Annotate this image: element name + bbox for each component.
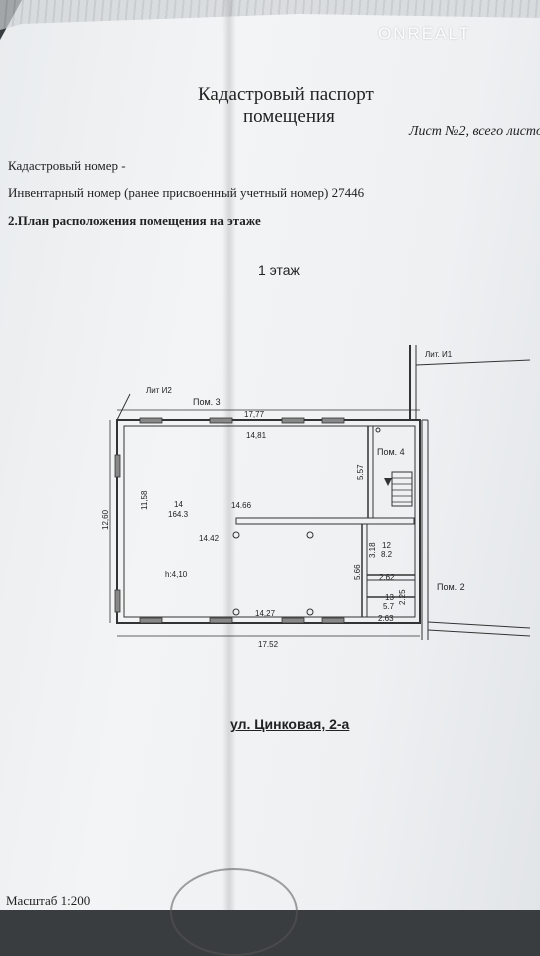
room12-area: 8.2 [381, 550, 393, 559]
inventory-number: Инвентарный номер (ранее присвоенный уче… [8, 185, 365, 200]
dim-r12-width: 2.62 [379, 573, 395, 582]
section-heading: 2.План расположения помещения на этаже [8, 213, 261, 228]
scale-label: Масштаб 1:200 [6, 893, 91, 908]
plan-windows [114, 417, 345, 624]
dim-top-inner: 14,81 [246, 431, 267, 440]
dim-r13-height: 2.25 [398, 589, 407, 605]
dim-left-outer: 12,60 [101, 509, 110, 530]
room14-number: 14 [174, 500, 183, 509]
watermark: ONREALT [378, 24, 472, 43]
room14-height: h:4,10 [165, 570, 188, 579]
label-lit-i1: Лит. И1 [425, 350, 453, 359]
label-pom4: Пом. 4 [377, 447, 405, 457]
dim-mid-wall: 14.66 [231, 501, 252, 510]
floor-plan: Лит. И1 Лит И2 Пом. 3 Пом. 4 Пом. 2 17,7… [101, 345, 531, 649]
seal-stamp-icon [170, 868, 298, 956]
plan-walls [116, 345, 531, 640]
doc-subtitle: помещения [243, 106, 335, 127]
sheet-number: Лист №2, всего листов [409, 124, 540, 139]
plan-dimension-lines [109, 409, 420, 637]
dim-pom4-height: 5.57 [356, 464, 365, 480]
dim-r13-width: 2.63 [378, 614, 394, 623]
room13-area: 5.7 [383, 602, 395, 611]
floor-label: 1 этаж [258, 262, 300, 278]
room14-area: 164.3 [168, 510, 189, 519]
paper-fold-line [222, 0, 236, 910]
room13-number: 13 [385, 593, 394, 602]
dim-left-inner: 11,58 [140, 490, 149, 510]
plan-columns [232, 427, 381, 616]
street-address: ул. Цинковая, 2-а [230, 716, 350, 732]
label-lit-i2: Лит И2 [146, 386, 172, 395]
dim-bottom-outer: 17.52 [258, 640, 279, 649]
dim-mid-inner: 14.42 [199, 534, 220, 543]
room12-number: 12 [382, 541, 391, 550]
dim-right-height: 5.66 [353, 564, 362, 580]
dim-top-outer: 17,77 [244, 410, 265, 419]
doc-title: Кадастровый паспорт [198, 84, 374, 105]
cadastral-number: Кадастровый номер - [8, 158, 126, 173]
label-pom2: Пом. 2 [437, 582, 465, 592]
document-sheet [0, 0, 540, 910]
dim-r12-height: 3.18 [368, 542, 377, 558]
dim-bottom-inner: 14,27 [255, 609, 276, 618]
stair-arrow-icon [384, 478, 392, 486]
label-pom3: Пом. 3 [193, 397, 221, 407]
